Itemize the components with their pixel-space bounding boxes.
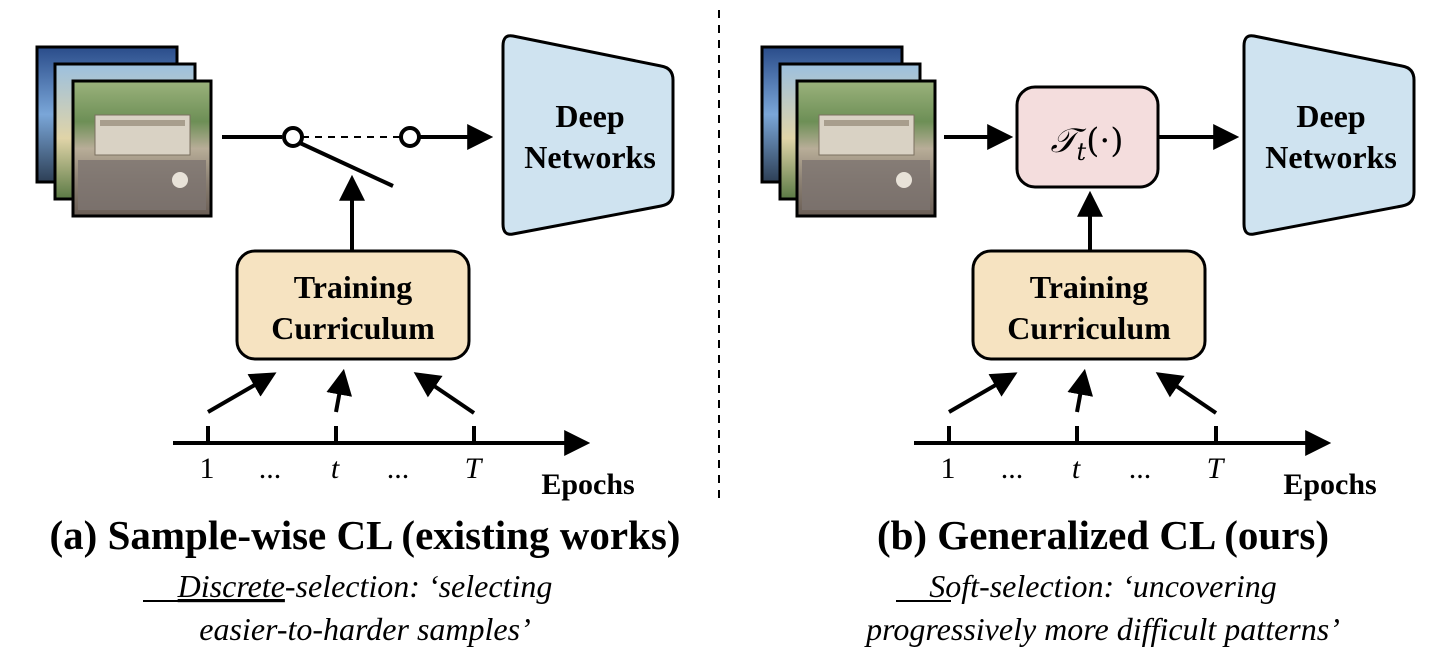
tick-label: t — [1072, 452, 1081, 485]
caption-title: (a) Sample-wise CL (existing works) — [50, 512, 681, 558]
caption-sub-line-1: Discrete-selection: ‘selecting — [177, 568, 553, 604]
photo-stack-icon — [760, 45, 937, 218]
switch-lever — [299, 141, 394, 188]
network-label-1: Deep — [1296, 98, 1365, 134]
tick-label: 1 — [941, 452, 956, 485]
tick-label: 1 — [200, 452, 215, 485]
curriculum-label-1: Training — [294, 269, 413, 305]
curriculum-label-2: Curriculum — [271, 310, 435, 346]
caption-sub-line-1: Soft-selection: ‘uncovering — [929, 568, 1276, 604]
panel-a: Deep Networks Training Curriculum 1 ... … — [35, 34, 681, 647]
curriculum-label-2: Curriculum — [1007, 310, 1171, 346]
deep-network-block — [1242, 34, 1416, 236]
transform-operator-label: 𝒯t(·) — [1050, 121, 1123, 166]
axis-label: Epochs — [1283, 468, 1376, 501]
training-curriculum-box — [235, 249, 471, 361]
caption-sub-line-2: easier-to-harder samples’ — [199, 611, 530, 647]
tick-label: T — [465, 452, 484, 485]
panel-b: 𝒯t(·) Deep Networks Training Curriculum … — [760, 34, 1416, 647]
tick-label: ... — [387, 452, 410, 485]
training-curriculum-box — [971, 249, 1207, 361]
network-label-2: Networks — [1265, 139, 1397, 175]
photo-stack-icon — [35, 45, 213, 218]
tick-label: t — [331, 452, 340, 485]
switch-contact-left — [282, 126, 304, 148]
caption-title: (b) Generalized CL (ours) — [877, 512, 1329, 558]
network-label-2: Networks — [524, 139, 656, 175]
network-label-1: Deep — [555, 98, 624, 134]
tick-label: T — [1207, 452, 1226, 485]
deep-network-block — [501, 34, 675, 236]
switch-contact-right — [399, 126, 421, 148]
tick-label: ... — [259, 452, 282, 485]
tick-label: ... — [1129, 452, 1152, 485]
curriculum-label-1: Training — [1030, 269, 1149, 305]
tick-label: ... — [1001, 452, 1024, 485]
caption-sub-line-2: progressively more difficult patterns’ — [864, 611, 1340, 647]
axis-label: Epochs — [541, 468, 634, 501]
